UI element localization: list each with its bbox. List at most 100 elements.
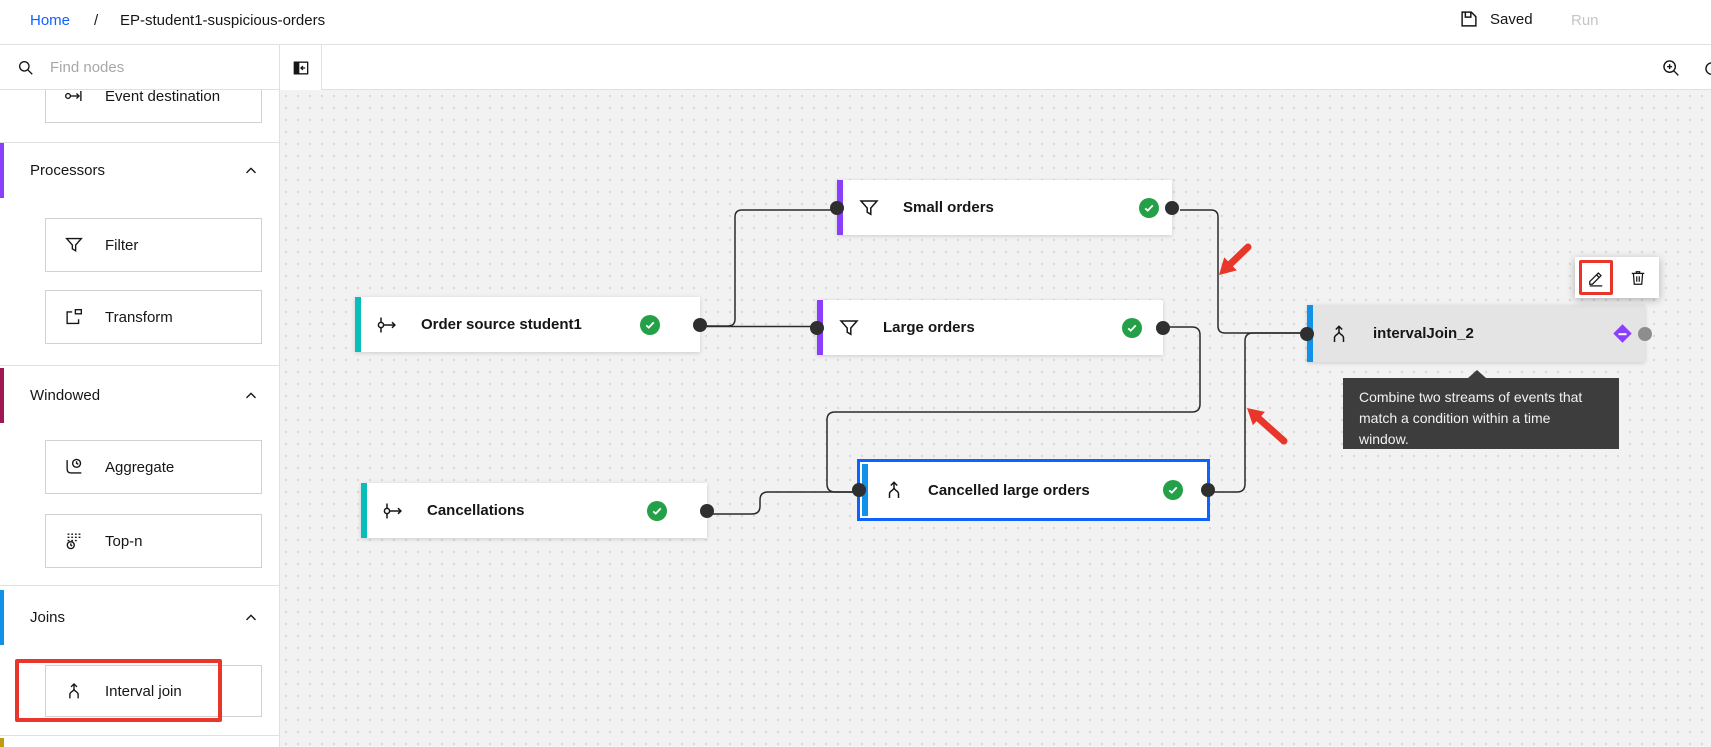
interval-join-icon [1333,324,1345,342]
check-icon [645,321,655,329]
palette-item-transform[interactable]: Transform [45,290,262,344]
input-port[interactable] [852,483,866,497]
output-port[interactable] [700,503,714,518]
node-intervaljoin-2[interactable]: intervalJoin_2 [1300,305,1652,362]
save-status: Saved [1458,8,1533,30]
red-arrow-2 [1255,415,1288,445]
palette-item-label: Top-n [105,532,143,550]
node-cancelled-large-orders[interactable]: Cancelled large orders [852,459,1215,521]
wire-large-orders-to-cancelled [826,326,1201,493]
trash-icon [1631,270,1645,285]
palette-item-event-destination[interactable]: Event destination [45,90,262,123]
node-body[interactable]: Cancelled large orders [862,464,1205,516]
palette-divider [0,142,279,143]
breadcrumb-bar: Home / EP-student1-suspicious-orders Sav… [0,0,1711,45]
palette-divider [0,365,279,366]
node-cancellations[interactable]: Cancellations [361,483,714,538]
node-palette: Event destination Processors Filter Tran… [0,90,280,747]
input-port[interactable] [1300,326,1314,341]
zoom-in-button[interactable] [1658,55,1684,81]
node-title: Small orders [903,199,994,216]
output-port[interactable] [693,317,707,332]
node-small-orders[interactable]: Small orders [830,180,1179,235]
red-arrow-2-head [1247,408,1265,426]
canvas-toolbar [0,45,1711,90]
joins-accent-bar [0,590,4,645]
delete-node-button[interactable] [1617,257,1659,298]
node-large-orders[interactable]: Large orders [810,300,1170,355]
output-port[interactable] [1156,320,1170,335]
valid-status-badge [1122,317,1142,338]
breadcrumb-home-link[interactable]: Home [30,12,71,29]
red-arrow-1 [1227,243,1252,268]
output-port[interactable] [1165,200,1179,215]
event-source-icon [377,317,396,332]
red-arrow-1-head [1219,257,1237,275]
check-icon [1168,486,1178,494]
wire-cancelled-to-intervaljoin [1207,332,1311,493]
search-icon [19,60,33,75]
palette-item-label: Interval join [105,682,182,700]
breadcrumb-separator: / [94,12,99,29]
wire-cancellations-to-cancelled [705,491,859,515]
section-label: Joins [30,609,66,626]
palette-section-joins[interactable]: Joins [0,590,279,645]
flow-canvas[interactable]: Order source student1 Small orders [280,90,1711,747]
output-port[interactable] [1201,483,1215,497]
check-icon [652,507,662,515]
search-input[interactable] [50,59,240,76]
interval-join-icon [888,481,900,498]
input-port[interactable] [830,200,844,215]
event-destination-icon [64,90,82,102]
node-title: Large orders [883,319,975,336]
processors-accent-bar [0,143,4,198]
output-port[interactable] [1638,326,1652,341]
filter-icon [859,199,879,216]
palette-divider [0,585,279,586]
save-icon [1461,11,1477,27]
source-accent-bar [361,483,367,538]
palette-item-label: Transform [105,308,173,326]
node-order-source-student1[interactable]: Order source student1 [355,297,707,352]
saved-label: Saved [1490,10,1533,28]
valid-status-badge [640,314,660,335]
palette-section-windowed[interactable]: Windowed [0,368,279,423]
input-port[interactable] [810,320,824,335]
palette-item-top-n[interactable]: Top-n [45,514,262,568]
node-action-toolbar [1575,257,1659,298]
palette-item-interval-join[interactable]: Interval join [45,665,262,717]
incomplete-status-badge [1613,323,1632,343]
palette-item-label: Aggregate [105,458,175,476]
top-n-icon [66,533,82,550]
chevron-up-icon [246,613,256,620]
valid-status-badge [1163,480,1183,500]
node-title: Order source student1 [421,316,582,333]
edit-node-button[interactable] [1575,257,1617,298]
zoom-out-button[interactable] [1702,59,1711,77]
node-search [0,45,280,90]
valid-status-badge [1139,197,1159,218]
run-button[interactable]: Run [1571,12,1599,29]
event-source-icon [383,503,402,518]
check-icon [1127,324,1137,332]
source-accent-bar [355,297,361,352]
palette-item-filter[interactable]: Filter [45,218,262,272]
filter-icon [839,319,859,336]
valid-status-badge [647,500,667,521]
tooltip-caret [1468,370,1486,378]
palette-item-label: Filter [105,236,139,254]
palette-item-aggregate[interactable]: Aggregate [45,440,262,494]
chevron-up-icon [246,166,256,173]
annotation-arrows [1219,243,1288,445]
node-title: Cancelled large orders [928,481,1090,499]
palette-section-processors[interactable]: Processors [0,143,279,198]
transform-icon [66,308,83,325]
filter-icon [65,237,83,252]
tooltip-text: Combine two streams of events that match… [1359,389,1583,447]
wire-small-orders-to-intervaljoin [1180,209,1311,334]
palette-divider [0,735,279,736]
collapse-panel-button[interactable] [280,45,322,90]
interval-join-tooltip: Combine two streams of events that match… [1343,370,1619,449]
page-title: EP-student1-suspicious-orders [120,12,326,29]
